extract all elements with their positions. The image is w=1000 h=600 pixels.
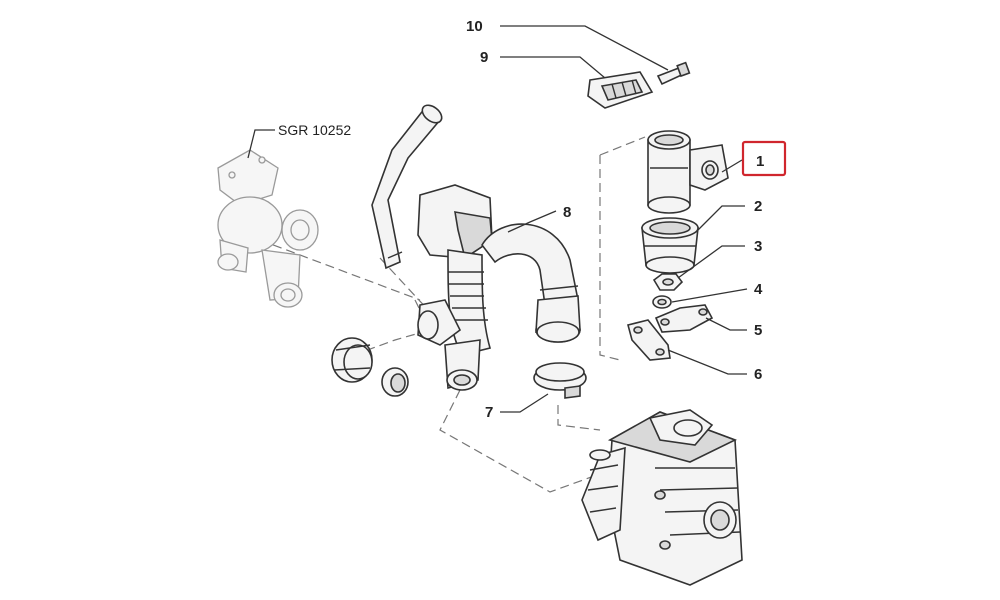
callout-5[interactable]: 5 bbox=[754, 322, 762, 339]
reference-sgr: SGR 10252 bbox=[278, 122, 351, 138]
hose-clamps bbox=[331, 337, 409, 397]
bolt-part-10 bbox=[656, 61, 691, 86]
gasket-part-6 bbox=[627, 319, 671, 361]
clamp-part-7 bbox=[533, 362, 587, 399]
intake-pipe-part-8 bbox=[417, 184, 581, 391]
callout-8[interactable]: 8 bbox=[563, 204, 571, 221]
callout-1[interactable]: 1 bbox=[756, 153, 764, 170]
callout-7[interactable]: 7 bbox=[485, 404, 493, 421]
bracket-part-5 bbox=[654, 304, 714, 333]
callout-3[interactable]: 3 bbox=[754, 238, 762, 255]
housing-part-1 bbox=[647, 130, 729, 214]
sleeve-part-2 bbox=[641, 217, 699, 274]
callout-2[interactable]: 2 bbox=[754, 198, 762, 215]
sensor-connector-part-9 bbox=[587, 71, 654, 109]
intake-manifold bbox=[581, 409, 743, 586]
rubber-hose bbox=[371, 104, 443, 270]
washer-part-4 bbox=[652, 295, 672, 309]
callout-6[interactable]: 6 bbox=[754, 366, 762, 383]
highlight-box-part-1 bbox=[741, 140, 787, 177]
callout-9[interactable]: 9 bbox=[480, 49, 488, 66]
assembly-dashed-lines bbox=[259, 136, 646, 493]
turbocharger-assembly bbox=[217, 149, 319, 308]
callout-10[interactable]: 10 bbox=[466, 18, 483, 35]
callout-4[interactable]: 4 bbox=[754, 281, 763, 298]
leader-lines bbox=[247, 25, 748, 413]
callout-labels: 10 9 SGR 10252 1 8 2 3 4 5 6 7 bbox=[278, 18, 764, 421]
nut-part-3 bbox=[652, 273, 684, 291]
